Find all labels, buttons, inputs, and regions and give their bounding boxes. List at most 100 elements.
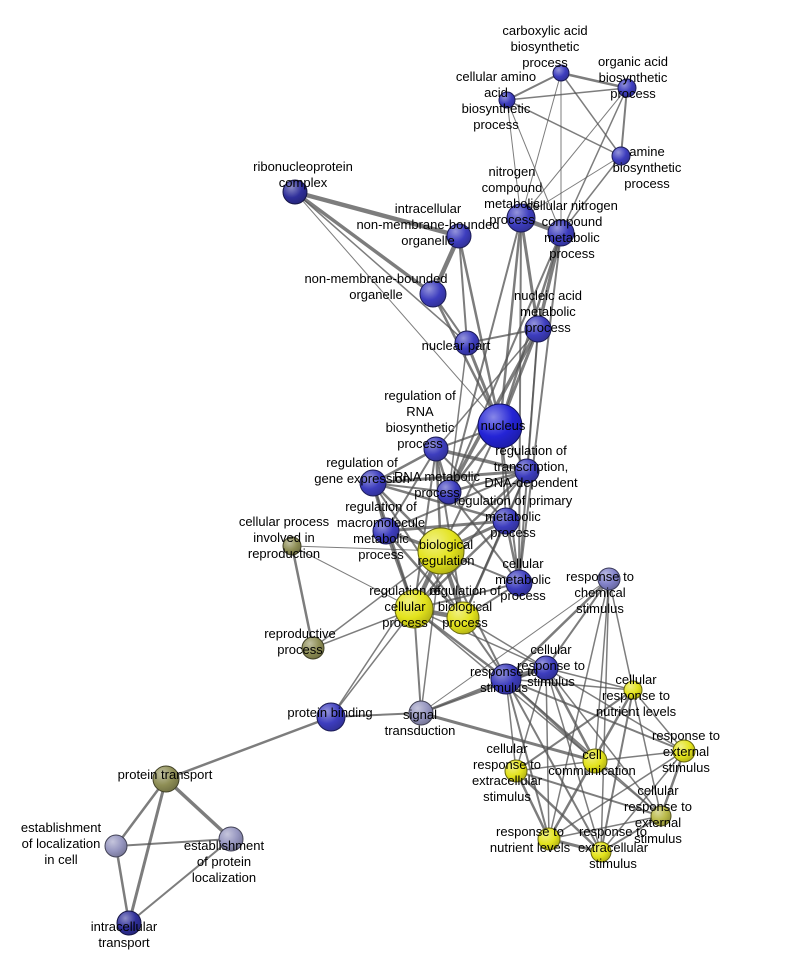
edge-cellular-amino-acid-biosynthetic-process--cellular-nitrogen-compound-metabolic-process xyxy=(506,99,562,234)
edge-biological-regulation--reproductive-process xyxy=(312,550,442,649)
node-cellular-response-to-external-stimulus[interactable] xyxy=(650,805,672,827)
node-regulation-of-biological-process[interactable] xyxy=(446,601,480,635)
node-amine-biosynthetic-process[interactable] xyxy=(611,146,631,166)
edge-ribonucleoprotein-complex--non-membrane-bounded-organelle xyxy=(293,190,435,296)
edge-protein-transport--establishment-of-protein-localization xyxy=(164,777,233,841)
edge-regulation-of-cellular-process--protein-binding xyxy=(330,608,415,718)
node-cell-communication[interactable] xyxy=(582,748,608,774)
node-protein-binding[interactable] xyxy=(316,702,346,732)
edge-cellular-nitrogen-compound-metabolic-process--rna-metabolic-process xyxy=(448,232,562,493)
edge-carboxylic-acid-biosynthetic-process--organic-acid-biosynthetic-process xyxy=(559,71,629,90)
node-regulation-of-primary-metabolic-process[interactable] xyxy=(492,507,520,535)
node-nucleus[interactable] xyxy=(477,403,523,449)
edge-carboxylic-acid-biosynthetic-process--nitrogen-compound-metabolic-process xyxy=(520,72,562,219)
edge-cellular-response-to-stimulus--cellular-response-to-extracellular-stimulus xyxy=(515,667,547,772)
node-cellular-process-involved-in-reproduction[interactable] xyxy=(282,536,302,556)
edge-cellular-response-to-nutrient-levels--response-to-external-stimulus xyxy=(632,689,685,752)
node-cellular-metabolic-process[interactable] xyxy=(505,569,533,597)
edge-response-to-stimulus--cellular-response-to-external-stimulus xyxy=(505,678,662,817)
node-cellular-response-to-nutrient-levels[interactable] xyxy=(623,680,643,700)
edge-amine-biosynthetic-process--cellular-nitrogen-compound-metabolic-process xyxy=(560,155,622,234)
edge-intracellular-non-membrane-bounded-organelle--nucleus xyxy=(457,234,502,428)
edge-non-membrane-bounded-organelle--nucleus xyxy=(431,292,502,428)
edge-cellular-response-to-extracellular-stimulus--response-to-nutrient-levels xyxy=(514,769,551,841)
edge-organic-acid-biosynthetic-process--cellular-amino-acid-biosynthetic-process xyxy=(506,87,628,101)
edge-response-to-chemical-stimulus--cellular-response-to-stimulus xyxy=(545,578,610,669)
edge-protein-transport--intracellular-transport xyxy=(127,777,168,925)
node-signal-transduction[interactable] xyxy=(408,700,434,726)
edge-cellular-response-to-external-stimulus--response-to-extracellular-stimulus xyxy=(600,815,662,853)
node-response-to-extracellular-stimulus[interactable] xyxy=(590,841,612,863)
node-intracellular-transport[interactable] xyxy=(116,910,142,936)
node-protein-transport[interactable] xyxy=(152,765,180,793)
edge-signal-transduction--cell-communication xyxy=(419,711,597,763)
edge-cellular-response-to-extracellular-stimulus--cell-communication xyxy=(515,760,596,772)
edge-regulation-of-rna-biosynthetic-process--regulation-of-macromolecule-metabolic-process xyxy=(385,448,437,532)
edge-biological-regulation--signal-transduction xyxy=(420,550,442,714)
node-nuclear-part[interactable] xyxy=(454,330,480,356)
edge-response-to-stimulus--response-to-nutrient-levels xyxy=(505,678,550,840)
edge-nitrogen-compound-metabolic-process--rna-metabolic-process xyxy=(448,217,522,493)
edge-regulation-of-macromolecule-metabolic-process--regulation-of-primary-metabolic-process xyxy=(384,519,508,533)
node-response-to-chemical-stimulus[interactable] xyxy=(597,567,621,591)
node-intracellular-non-membrane-bounded-organelle[interactable] xyxy=(446,223,472,249)
node-nucleic-acid-metabolic-process[interactable] xyxy=(524,315,552,343)
edge-nucleic-acid-metabolic-process--regulation-of-transcription-dna-dependent xyxy=(526,328,539,472)
edge-nuclear-part--rna-metabolic-process xyxy=(448,342,468,493)
edge-cell-communication--cellular-response-to-external-stimulus xyxy=(594,760,662,817)
edge-rna-metabolic-process--cellular-metabolic-process xyxy=(448,491,520,584)
node-regulation-of-gene-expression[interactable] xyxy=(359,469,387,497)
node-cellular-amino-acid-biosynthetic-process[interactable] xyxy=(498,91,516,109)
node-regulation-of-rna-biosynthetic-process[interactable] xyxy=(423,436,449,462)
edge-cellular-response-to-nutrient-levels--cellular-response-to-extracellular-stimulus xyxy=(515,689,634,772)
edge-cellular-process-involved-in-reproduction--reproductive-process xyxy=(290,544,315,650)
edge-regulation-of-macromolecule-metabolic-process--regulation-of-biological-process xyxy=(384,529,465,620)
edge-protein-transport--establishment-of-localization-in-cell xyxy=(114,777,168,848)
edge-nitrogen-compound-metabolic-process--nucleic-acid-metabolic-process xyxy=(519,216,540,331)
edge-organic-acid-biosynthetic-process--cellular-nitrogen-compound-metabolic-process xyxy=(560,87,628,234)
node-reproductive-process[interactable] xyxy=(301,636,325,660)
edge-organic-acid-biosynthetic-process--nitrogen-compound-metabolic-process xyxy=(520,87,628,219)
node-regulation-of-macromolecule-metabolic-process[interactable] xyxy=(372,517,400,545)
edge-cellular-response-to-nutrient-levels--cellular-response-to-external-stimulus xyxy=(632,689,662,817)
node-cellular-response-to-extracellular-stimulus[interactable] xyxy=(504,759,528,783)
edge-regulation-of-cellular-process--cellular-response-to-stimulus xyxy=(413,608,547,669)
node-cellular-nitrogen-compound-metabolic-process[interactable] xyxy=(547,219,575,247)
edge-carboxylic-acid-biosynthetic-process--amine-biosynthetic-process xyxy=(560,72,622,157)
edge-response-to-chemical-stimulus--cell-communication xyxy=(594,578,610,762)
edge-cellular-nitrogen-compound-metabolic-process--cellular-metabolic-process xyxy=(518,232,562,584)
node-establishment-of-localization-in-cell[interactable] xyxy=(104,834,128,858)
edge-nitrogen-compound-metabolic-process--cellular-metabolic-process xyxy=(518,217,522,584)
edge-regulation-of-gene-expression--regulation-of-primary-metabolic-process xyxy=(371,481,508,523)
node-response-to-external-stimulus[interactable] xyxy=(672,739,696,763)
node-non-membrane-bounded-organelle[interactable] xyxy=(419,280,447,308)
edge-cellular-response-to-extracellular-stimulus--response-to-extracellular-stimulus xyxy=(514,769,603,854)
node-carboxylic-acid-biosynthetic-process[interactable] xyxy=(552,64,570,82)
node-response-to-nutrient-levels[interactable] xyxy=(537,827,561,851)
node-ribonucleoprotein-complex[interactable] xyxy=(282,179,308,205)
node-nitrogen-compound-metabolic-process[interactable] xyxy=(506,203,536,233)
node-rna-metabolic-process[interactable] xyxy=(436,479,462,505)
edge-response-to-external-stimulus--cell-communication xyxy=(594,750,685,762)
node-organic-acid-biosynthetic-process[interactable] xyxy=(617,78,637,98)
edge-response-to-chemical-stimulus--cellular-response-to-nutrient-levels xyxy=(608,578,634,691)
edge-regulation-of-cellular-process--cellular-process-involved-in-reproduction xyxy=(291,545,415,610)
node-regulation-of-transcription-dna-dependent[interactable] xyxy=(514,458,540,484)
edge-regulation-of-primary-metabolic-process--regulation-of-cellular-process xyxy=(412,519,508,611)
edge-ribonucleoprotein-complex--nuclear-part xyxy=(294,191,468,344)
node-regulation-of-cellular-process[interactable] xyxy=(394,589,434,629)
node-response-to-stimulus[interactable] xyxy=(490,663,522,695)
node-biological-regulation[interactable] xyxy=(417,527,465,575)
edge-protein-binding--protein-transport xyxy=(164,715,333,781)
node-establishment-of-protein-localization[interactable] xyxy=(218,826,244,852)
edge-establishment-of-protein-localization--intracellular-transport xyxy=(128,838,232,924)
node-cellular-response-to-stimulus[interactable] xyxy=(533,655,559,681)
edge-biological-regulation--protein-binding xyxy=(330,550,442,718)
